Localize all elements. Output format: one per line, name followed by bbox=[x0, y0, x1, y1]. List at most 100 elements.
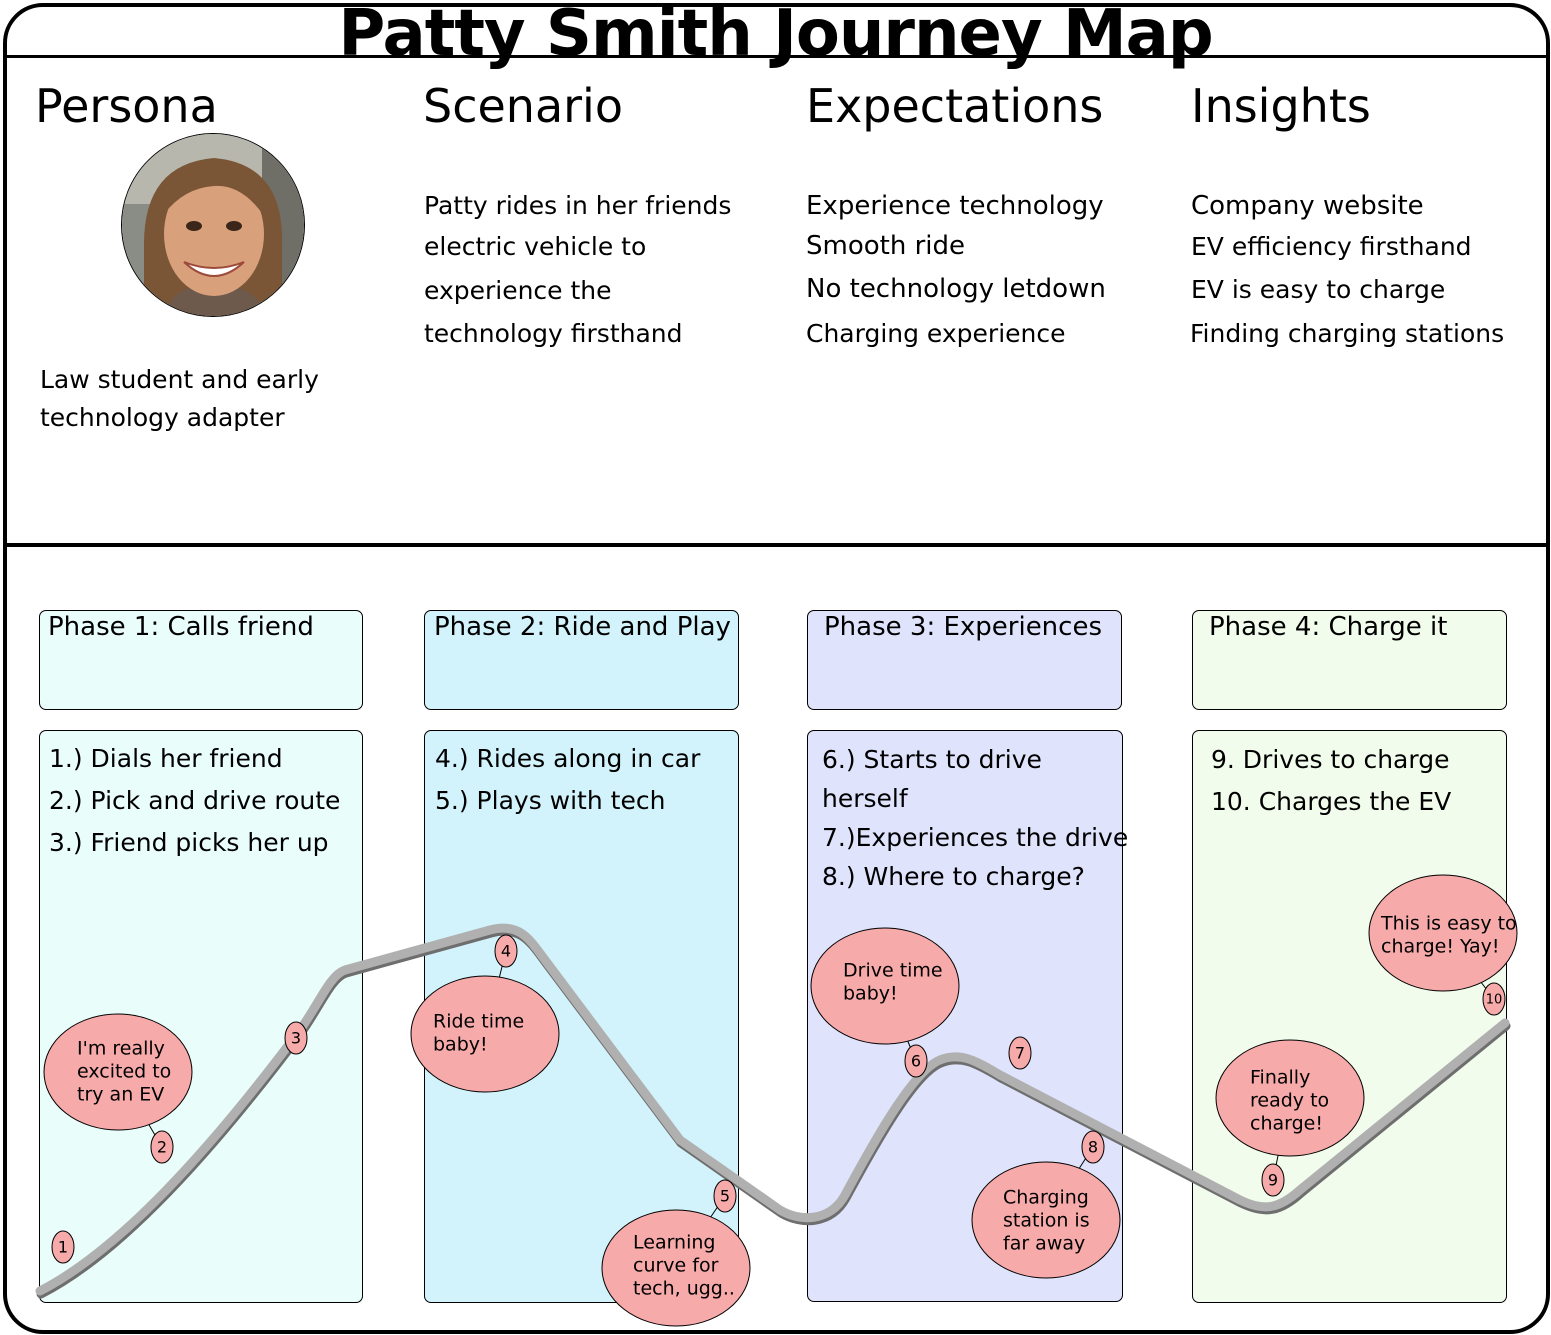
persona-heading: Persona bbox=[35, 79, 218, 133]
journey-marker-1: 1 bbox=[51, 1230, 75, 1264]
insight-item: Company website bbox=[1191, 191, 1424, 221]
bubble-shape bbox=[43, 1013, 193, 1131]
scenario-line: technology firsthand bbox=[424, 319, 683, 348]
journey-marker-2: 2 bbox=[150, 1130, 174, 1164]
bubble-text: Learning bbox=[633, 1232, 716, 1254]
expectation-item: No technology letdown bbox=[806, 274, 1106, 304]
bubble-text: excited to bbox=[77, 1061, 171, 1083]
insights-heading: Insights bbox=[1191, 79, 1371, 133]
marker-label: 9 bbox=[1268, 1171, 1278, 1190]
persona-description-line: Law student and early bbox=[40, 365, 319, 394]
persona-description-line: technology adapter bbox=[40, 403, 285, 432]
bubble-text: station is bbox=[1003, 1210, 1090, 1232]
marker-label: 8 bbox=[1088, 1138, 1098, 1157]
bubble-text: Charging bbox=[1003, 1187, 1089, 1209]
phase-2-header-box: Phase 2: Ride and Play bbox=[424, 610, 739, 710]
expectations-heading: Expectations bbox=[806, 79, 1104, 133]
title-divider bbox=[5, 55, 1546, 58]
marker-label: 7 bbox=[1015, 1044, 1025, 1063]
bubble-shape bbox=[971, 1161, 1121, 1279]
bubble-text: baby! bbox=[843, 983, 898, 1005]
bubble-text: Drive time bbox=[843, 960, 943, 982]
bubble-text: far away bbox=[1003, 1233, 1085, 1255]
marker-label: 4 bbox=[501, 942, 511, 961]
bubble-text: This is easy to bbox=[1380, 913, 1517, 935]
bubble-shape bbox=[1368, 874, 1518, 992]
bubble-shape bbox=[810, 927, 960, 1045]
bubble-text: curve for bbox=[633, 1255, 719, 1277]
marker-label: 2 bbox=[157, 1138, 167, 1157]
scenario-line: experience the bbox=[424, 276, 612, 305]
phase-4-step: 9. Drives to charge bbox=[1211, 745, 1450, 774]
phase-1-step: 3.) Friend picks her up bbox=[49, 828, 329, 857]
marker-label: 3 bbox=[291, 1029, 301, 1048]
bubble-text: Finally bbox=[1250, 1067, 1310, 1089]
journey-marker-3: 3 bbox=[284, 1021, 308, 1055]
marker-shape bbox=[494, 934, 518, 968]
phase-3-step: 7.)Experiences the drive bbox=[822, 823, 1129, 852]
marker-shape bbox=[713, 1179, 737, 1213]
page-title: Patty Smith Journey Map bbox=[338, 0, 1213, 71]
bubble-shape bbox=[601, 1209, 751, 1327]
journey-marker-10: 10 bbox=[1482, 982, 1506, 1016]
expectation-item: Experience technology bbox=[806, 191, 1104, 221]
marker-shape bbox=[284, 1021, 308, 1055]
marker-shape bbox=[1081, 1130, 1105, 1164]
marker-shape bbox=[1482, 982, 1506, 1016]
bubble-text: charge! bbox=[1250, 1113, 1323, 1135]
phase-3-step: herself bbox=[822, 784, 908, 813]
marker-shape bbox=[904, 1044, 928, 1078]
insight-item: Finding charging stations bbox=[1190, 319, 1505, 348]
journey-marker-7: 7 bbox=[1008, 1036, 1032, 1070]
expectation-item: Charging experience bbox=[806, 319, 1066, 348]
marker-shape bbox=[1008, 1036, 1032, 1070]
journey-map-frame bbox=[3, 3, 1550, 1334]
bubble-shape bbox=[1215, 1039, 1365, 1157]
insight-item: EV efficiency firsthand bbox=[1191, 232, 1472, 261]
insight-item: EV is easy to charge bbox=[1191, 275, 1446, 304]
phase-1-step: 2.) Pick and drive route bbox=[49, 786, 341, 815]
journey-marker-5: 5 bbox=[713, 1179, 737, 1213]
bubble-text: ready to bbox=[1250, 1090, 1329, 1112]
bubble-text: Ride time bbox=[433, 1011, 524, 1033]
bubble-text: try an EV bbox=[77, 1084, 164, 1106]
marker-label: 6 bbox=[911, 1052, 921, 1071]
phase-1-header-box: Phase 1: Calls friend bbox=[39, 610, 363, 710]
marker-label: 10 bbox=[1486, 993, 1503, 1008]
marker-label: 5 bbox=[720, 1187, 730, 1206]
journey-marker-9: 9 bbox=[1261, 1163, 1285, 1197]
phase-2-step: 4.) Rides along in car bbox=[435, 744, 701, 773]
phase-4-step: 10. Charges the EV bbox=[1211, 787, 1452, 816]
marker-shape bbox=[150, 1130, 174, 1164]
bubble-text: baby! bbox=[433, 1034, 488, 1056]
scenario-line: Patty rides in her friends bbox=[424, 191, 732, 220]
phase-3-title: Phase 3: Experiences bbox=[824, 612, 1103, 642]
phase-1-title: Phase 1: Calls friend bbox=[48, 612, 314, 642]
emotion-curve bbox=[35, 923, 1510, 1296]
journey-marker-6: 6 bbox=[904, 1044, 928, 1078]
phase-3-step: 8.) Where to charge? bbox=[822, 862, 1085, 891]
bubble-text: charge! Yay! bbox=[1381, 936, 1500, 958]
phase-2-title: Phase 2: Ride and Play bbox=[434, 612, 731, 642]
phase-4-title: Phase 4: Charge it bbox=[1209, 612, 1448, 642]
marker-shape bbox=[51, 1230, 75, 1264]
marker-shape bbox=[1261, 1163, 1285, 1197]
bubble-shape bbox=[410, 975, 560, 1093]
scenario-line: electric vehicle to bbox=[424, 232, 647, 261]
phase-1-step: 1.) Dials her friend bbox=[49, 744, 283, 773]
phase-4-header-box: Phase 4: Charge it bbox=[1192, 610, 1507, 710]
phase-2-step: 5.) Plays with tech bbox=[435, 786, 666, 815]
bubble-text: I'm really bbox=[77, 1038, 165, 1060]
bubble-text: tech, ugg.. bbox=[633, 1278, 735, 1300]
marker-label: 1 bbox=[58, 1238, 68, 1257]
scenario-heading: Scenario bbox=[423, 79, 623, 133]
phase-3-step: 6.) Starts to drive bbox=[822, 745, 1042, 774]
